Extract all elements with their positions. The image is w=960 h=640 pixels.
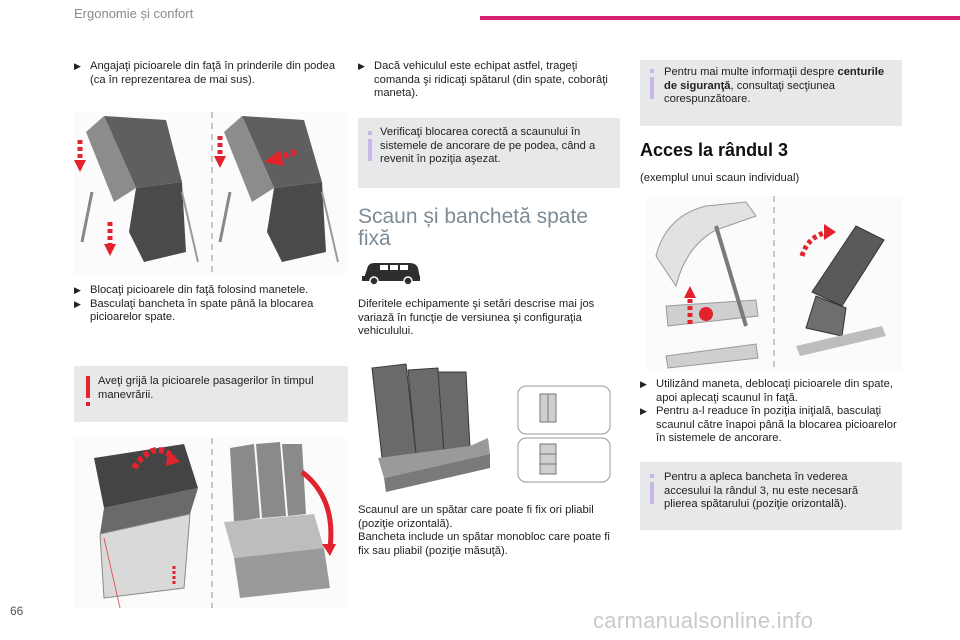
info-icon-bar bbox=[368, 139, 372, 161]
col2-intro: Diferitele echipamente şi setări descris… bbox=[358, 298, 595, 337]
van-icon bbox=[362, 263, 420, 286]
bullet-icon: ▶ bbox=[358, 61, 365, 71]
warning-box: Aveţi grijă la picioarele pasagerilor în… bbox=[74, 366, 348, 422]
info-icon bbox=[650, 474, 654, 478]
bench-left-figure bbox=[80, 116, 199, 263]
col3-steps: ▶ Utilizând maneta, deblocaţi picioarele… bbox=[640, 378, 902, 446]
bullet-icon: ▶ bbox=[74, 298, 81, 309]
bench-and-seat-layout-illustration bbox=[358, 358, 620, 498]
unlock-handle-icon bbox=[684, 286, 713, 324]
col1-step-3-text: Basculaţi bancheta în spate până la bloc… bbox=[90, 297, 314, 324]
folded-bench-figure bbox=[94, 444, 198, 608]
bench-front-legs-illustration bbox=[74, 112, 348, 274]
info-icon-bar bbox=[650, 77, 654, 99]
watermark-text: carmanualsonline.info bbox=[593, 608, 814, 633]
fold-arrow-icon bbox=[131, 447, 180, 586]
info-box-text: Verificaţi blocarea corectă a scaunului … bbox=[380, 126, 596, 165]
warning-icon bbox=[86, 376, 90, 398]
info-box-row3-fold: Pentru a apleca bancheta în vederea acce… bbox=[640, 462, 902, 530]
tilt-forward-arrow-icon bbox=[799, 224, 836, 257]
page-number: 66 bbox=[10, 604, 24, 618]
col3-step-2-text: Pentru a-l readuce în poziţia iniţială, … bbox=[656, 405, 897, 444]
bullet-icon: ▶ bbox=[74, 61, 81, 71]
col1-step-1: ▶ Angajaţi picioarele din faţă în prinde… bbox=[74, 60, 336, 87]
bench-right-figure bbox=[218, 116, 339, 263]
col1-steps-2-3: ▶ Blocaţi picioarele din faţă folosind m… bbox=[74, 284, 344, 325]
upright-bench-figure bbox=[224, 442, 330, 598]
info-box-seat-belts-text: Pentru mai multe informaţii despre centu… bbox=[640, 60, 902, 113]
col2-step-1: ▶ Dacă vehiculul este echipat astfel, tr… bbox=[358, 60, 620, 101]
section-title-fixed-seat: Scaun și banchetă spate fixă bbox=[358, 205, 588, 250]
col3-subtitle: (exemplul unui scaun individual) bbox=[640, 172, 800, 184]
info-icon bbox=[650, 69, 654, 73]
info-box-seat-belts: Pentru mai multe informaţii despre centu… bbox=[640, 60, 902, 126]
col2-description: Scaunul are un spătar care poate fi fix … bbox=[358, 504, 610, 557]
col3-step-1: ▶ Utilizând maneta, deblocaţi picioarele… bbox=[640, 378, 902, 405]
tilted-seat-figure bbox=[796, 225, 886, 356]
section-title-row3-access: Acces la rândul 3 bbox=[640, 140, 789, 160]
three-seat-bench-figure bbox=[371, 363, 490, 492]
row3-access-illustration bbox=[646, 196, 902, 372]
info-icon bbox=[368, 131, 372, 135]
col1-step-2-text: Blocaţi picioarele din faţă folosind man… bbox=[90, 284, 309, 296]
warning-text: Aveţi grijă la picioarele pasagerilor în… bbox=[98, 375, 314, 401]
header-accent-bar bbox=[480, 16, 960, 20]
info-box-check-lock: Verificaţi blocarea corectă a scaunului … bbox=[358, 118, 620, 188]
bullet-icon: ▶ bbox=[640, 379, 647, 389]
col2-step-1-text: Dacă vehiculul este echipat astfel, trag… bbox=[374, 60, 608, 99]
info-box-row3-fold-text: Pentru a apleca bancheta în vederea acce… bbox=[664, 471, 859, 510]
col1-step-2: ▶ Blocaţi picioarele din faţă folosind m… bbox=[74, 284, 344, 298]
bullet-icon: ▶ bbox=[74, 285, 81, 295]
col3-step-2: ▶ Pentru a-l readuce în poziţia iniţială… bbox=[640, 405, 902, 446]
bench-folding-illustration bbox=[74, 438, 348, 608]
van-layout-diagram bbox=[517, 385, 611, 483]
seat-belts-link-text: centurile de siguranţă bbox=[664, 66, 885, 92]
page-header-title: Ergonomie și confort bbox=[74, 6, 194, 21]
col1-step-3: ▶ Basculaţi bancheta în spate până la bl… bbox=[74, 298, 344, 325]
arrow-left-push bbox=[214, 136, 297, 168]
col3-step-1-text: Utilizând maneta, deblocaţi picioarele d… bbox=[656, 378, 893, 404]
bullet-icon: ▶ bbox=[640, 406, 647, 416]
info-text-pre: Pentru mai multe informaţii despre bbox=[664, 66, 838, 78]
arrow-down-left bbox=[74, 140, 116, 256]
info-icon-bar bbox=[650, 482, 654, 504]
info-text-post: , consultaţi secţiunea corespunzătoare. bbox=[664, 79, 836, 106]
warning-icon-dot bbox=[86, 402, 90, 406]
col1-step-1-text: Angajaţi picioarele din faţă în prinderi… bbox=[90, 60, 336, 86]
tilt-arrow-icon bbox=[300, 470, 336, 556]
